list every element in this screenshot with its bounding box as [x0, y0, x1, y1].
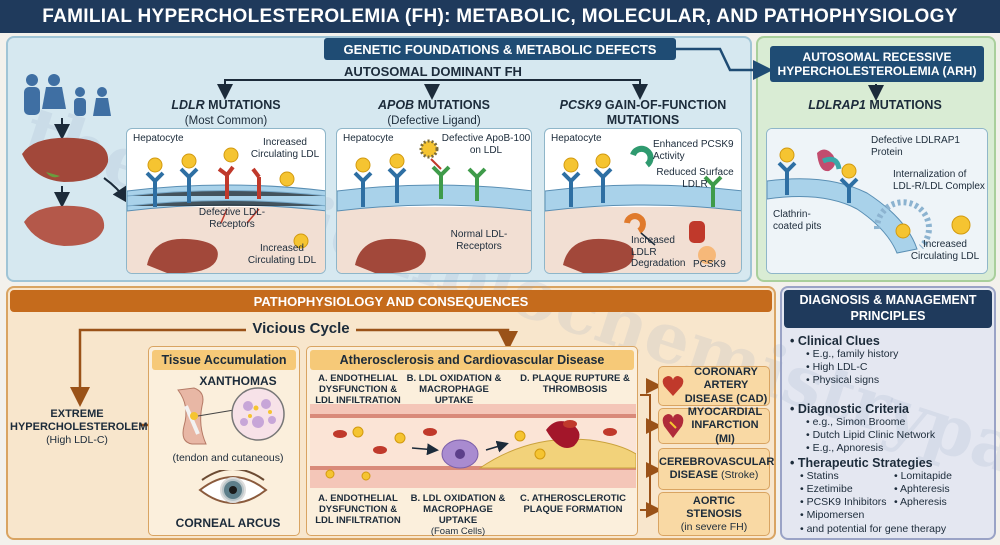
family-liver-illustration — [22, 74, 111, 246]
normal-receptor — [431, 165, 487, 201]
ldl-receptor — [561, 167, 613, 207]
ldl-particle — [779, 147, 971, 239]
liver-icon — [355, 238, 426, 273]
genetic-header: GENETIC FOUNDATIONS & METABOLIC DEFECTS — [324, 38, 676, 60]
ldl-particle — [563, 153, 611, 173]
ldl-particle — [147, 147, 309, 249]
diagnostic-criteria-section: • Diagnostic Criteria e.g., Simon Broome… — [790, 402, 990, 455]
degraded-receptor — [689, 221, 705, 243]
outcome-aortic-stenosis: AORTIC STENOSIS (in severe FH) — [658, 492, 770, 536]
ldlr-heading: LDLR MUTATIONS (Most Common) — [171, 98, 281, 127]
defective-receptor — [217, 165, 261, 199]
hepatocyte-label: Hepatocyte — [133, 133, 184, 144]
ldlr-card: Hepatocyte Increased Circulating LDL Def… — [126, 128, 326, 274]
clinical-clues-section: • Clinical Clues E.g., family history Hi… — [790, 334, 990, 387]
step-b-bottom-label: B. LDL OXIDATION & MACROPHAGE UPTAKE(Foa… — [410, 493, 506, 537]
pcsk9-label: PCSK9 — [693, 259, 726, 270]
liver-icon — [563, 238, 634, 273]
increased-ldl-label: Increased Circulating LDL — [250, 137, 320, 160]
arh-membrane-illustration — [767, 129, 987, 273]
red-blood-cell — [333, 420, 617, 454]
increased-ldl-label: Increased Circulating LDL — [247, 243, 317, 266]
ldl-receptor — [777, 161, 859, 203]
arh-card: Defective LDLRAP1 Protein Internalizatio… — [766, 128, 988, 274]
apob-heading: APOB MUTATIONS (Defective Ligand) — [377, 98, 491, 127]
apob-membrane-illustration — [337, 139, 531, 273]
heart-icon — [662, 376, 684, 396]
liver-icon — [22, 137, 109, 182]
ldl-particle — [325, 426, 546, 481]
reduced-ldlr-label: Reduced Surface LDLR — [656, 167, 734, 190]
increased-degradation-label: Increased LDLR Degradation — [631, 235, 686, 269]
tendon-label: (tendon and cutaneous) — [172, 452, 284, 464]
liver-icon — [24, 205, 105, 246]
step-a-bottom-label: A. ENDOTHELIAL DYSFUNCTION & LDL INFILTR… — [315, 493, 401, 526]
outcome-cerebrovascular: CEREBROVASCULAR DISEASE (Stroke) — [658, 448, 774, 490]
defective-ldlrap1-label: Defective LDLRAP1 Protein — [871, 135, 960, 158]
pcsk9-protein — [630, 145, 654, 168]
extreme-hypercholesterolemia-label: EXTREME HYPERCHOLESTEROLEMIA (High LDL-C… — [10, 408, 159, 447]
defective-apob-label: Defective ApoB-100 on LDL — [441, 133, 531, 156]
liver-icon — [147, 238, 218, 273]
ldlrap1-heading: LDLRAP1 MUTATIONS — [808, 98, 942, 112]
step-c-label: C. ATHEROSCLEROTIC PLAQUE FORMATION — [519, 493, 627, 515]
apob-card: Hepatocyte Defective ApoB-100 on LDL Nor… — [336, 128, 532, 274]
ldl-receptor — [145, 167, 199, 207]
tissue-accumulation-box — [148, 346, 300, 536]
hepatocyte-label: Hepatocyte — [343, 133, 394, 144]
defective-apob-ldl — [419, 139, 439, 159]
xanthoma-illustration — [177, 387, 285, 445]
step-b-label: B. LDL OXIDATION & MACROPHAGE UPTAKE — [406, 373, 502, 406]
artery-illustration — [310, 404, 636, 488]
atherosclerosis-header: Atherosclerosis and Cardiovascular Disea… — [310, 350, 634, 370]
xanthomas-label: XANTHOMAS — [199, 374, 277, 388]
defective-receptors-label: Defective LDL-Receptors — [198, 207, 266, 230]
clathrin-pits-label: Clathrin-coated pits — [773, 209, 822, 232]
eye-icon — [198, 470, 268, 504]
tissue-accumulation-header: Tissue Accumulation — [152, 350, 296, 370]
normal-receptors-label: Normal LDL-Receptors — [450, 229, 508, 252]
reduced-receptor — [703, 175, 723, 207]
pcsk9-membrane-illustration — [545, 145, 741, 273]
internalization-label: Internalization of LDL-R/LDL Complex — [893, 169, 985, 192]
therapeutic-strategies-section: • Therapeutic Strategies Statins Ezetimi… — [790, 456, 994, 536]
xanthoma-magnified — [231, 387, 285, 441]
pcsk9-heading: PCSK9 GAIN-OF-FUNCTION MUTATIONS — [559, 98, 727, 127]
xanthoma-deposit — [190, 412, 198, 420]
pcsk9-protein — [624, 213, 646, 234]
pathophysiology-header: PATHOPHYSIOLOGY AND CONSEQUENCES — [10, 290, 772, 312]
step-a-label: A. ENDOTHELIAL DYSFUNCTION & LDL INFILTR… — [315, 373, 401, 406]
vicious-cycle-label: Vicious Cycle — [252, 320, 350, 337]
ldl-receptor — [353, 167, 407, 207]
pcsk9-card: Hepatocyte Enhanced PCSK9 Activity Reduc… — [544, 128, 742, 274]
heart-icon — [662, 414, 684, 438]
page-title: FAMILIAL HYPERCHOLESTEROLEMIA (FH): META… — [0, 0, 1000, 33]
pcsk9-protein — [698, 246, 716, 264]
increased-ldl-label: Increased Circulating LDL — [910, 239, 980, 262]
ldlr-membrane-illustration — [127, 147, 325, 273]
hepatocyte-label: Hepatocyte — [551, 133, 602, 144]
family-icon — [24, 74, 111, 116]
corneal-arcus-label: CORNEAL ARCUS — [175, 516, 281, 530]
atherosclerotic-plaque — [478, 438, 636, 469]
step-d-label: D. PLAQUE RUPTURE & THROMBOSIS — [520, 373, 630, 395]
autosomal-dominant-label: AUTOSOMAL DOMINANT FH — [344, 64, 522, 79]
ldl-particle — [355, 153, 405, 173]
enhanced-pcsk9-label: Enhanced PCSK9 Activity — [653, 139, 734, 162]
